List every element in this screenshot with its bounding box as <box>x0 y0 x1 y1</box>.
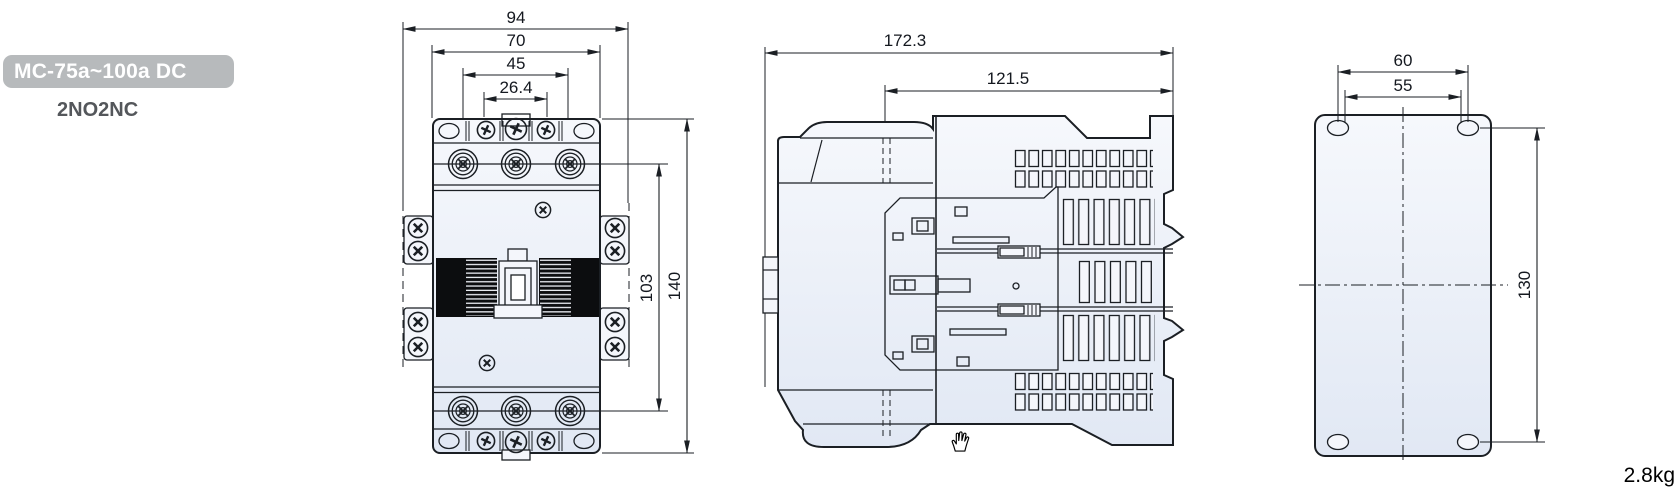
ventilation-slots <box>1014 149 1155 413</box>
front-bottom-terminal-cap <box>438 430 595 461</box>
model-label-badge: MC-75a~100a DC <box>3 55 234 88</box>
mounting-bracket-left <box>402 203 434 372</box>
aux-contact-panel <box>884 186 1059 371</box>
contact-config-label: 2NO2NC <box>57 99 139 121</box>
side-view: 172.3 121.5 <box>762 31 1185 452</box>
dim-hole-pitch-outer: 60 <box>1394 51 1413 70</box>
mounting-holes <box>1326 119 1480 451</box>
band-terminal-blocks <box>997 245 1041 317</box>
plate-centerlines <box>1299 107 1508 463</box>
side-dimensions: 172.3 121.5 <box>764 31 1174 94</box>
dim-coil-terminal-pitch: 26.4 <box>499 78 532 97</box>
arc-chute-block <box>436 248 599 319</box>
dim-body-width: 70 <box>507 31 526 50</box>
mounting-plate-view: 60 55 130 <box>1299 51 1545 463</box>
front-dimensions: 94 70 45 26.4 103 140 <box>402 8 690 454</box>
dim-terminal-pitch: 45 <box>507 54 526 73</box>
dim-terminal-span-height: 103 <box>637 274 656 302</box>
weight-label: 2.8kg <box>1623 464 1675 487</box>
dim-overall-height: 140 <box>665 272 684 300</box>
mounting-bracket-right <box>599 203 630 372</box>
dim-overall-depth: 172.3 <box>884 31 927 50</box>
dim-overall-width: 94 <box>507 8 526 27</box>
plate-dimensions: 60 55 130 <box>1337 51 1540 443</box>
dim-hole-pitch-vertical: 130 <box>1515 271 1534 299</box>
dim-body-depth: 121.5 <box>987 69 1030 88</box>
dim-hole-pitch-inner: 55 <box>1394 76 1413 95</box>
hand-cursor-icon[interactable] <box>951 431 970 452</box>
front-view: 94 70 45 26.4 103 140 <box>402 8 694 461</box>
front-top-terminal-cap <box>438 113 595 141</box>
side-internal-lines <box>762 116 1173 436</box>
